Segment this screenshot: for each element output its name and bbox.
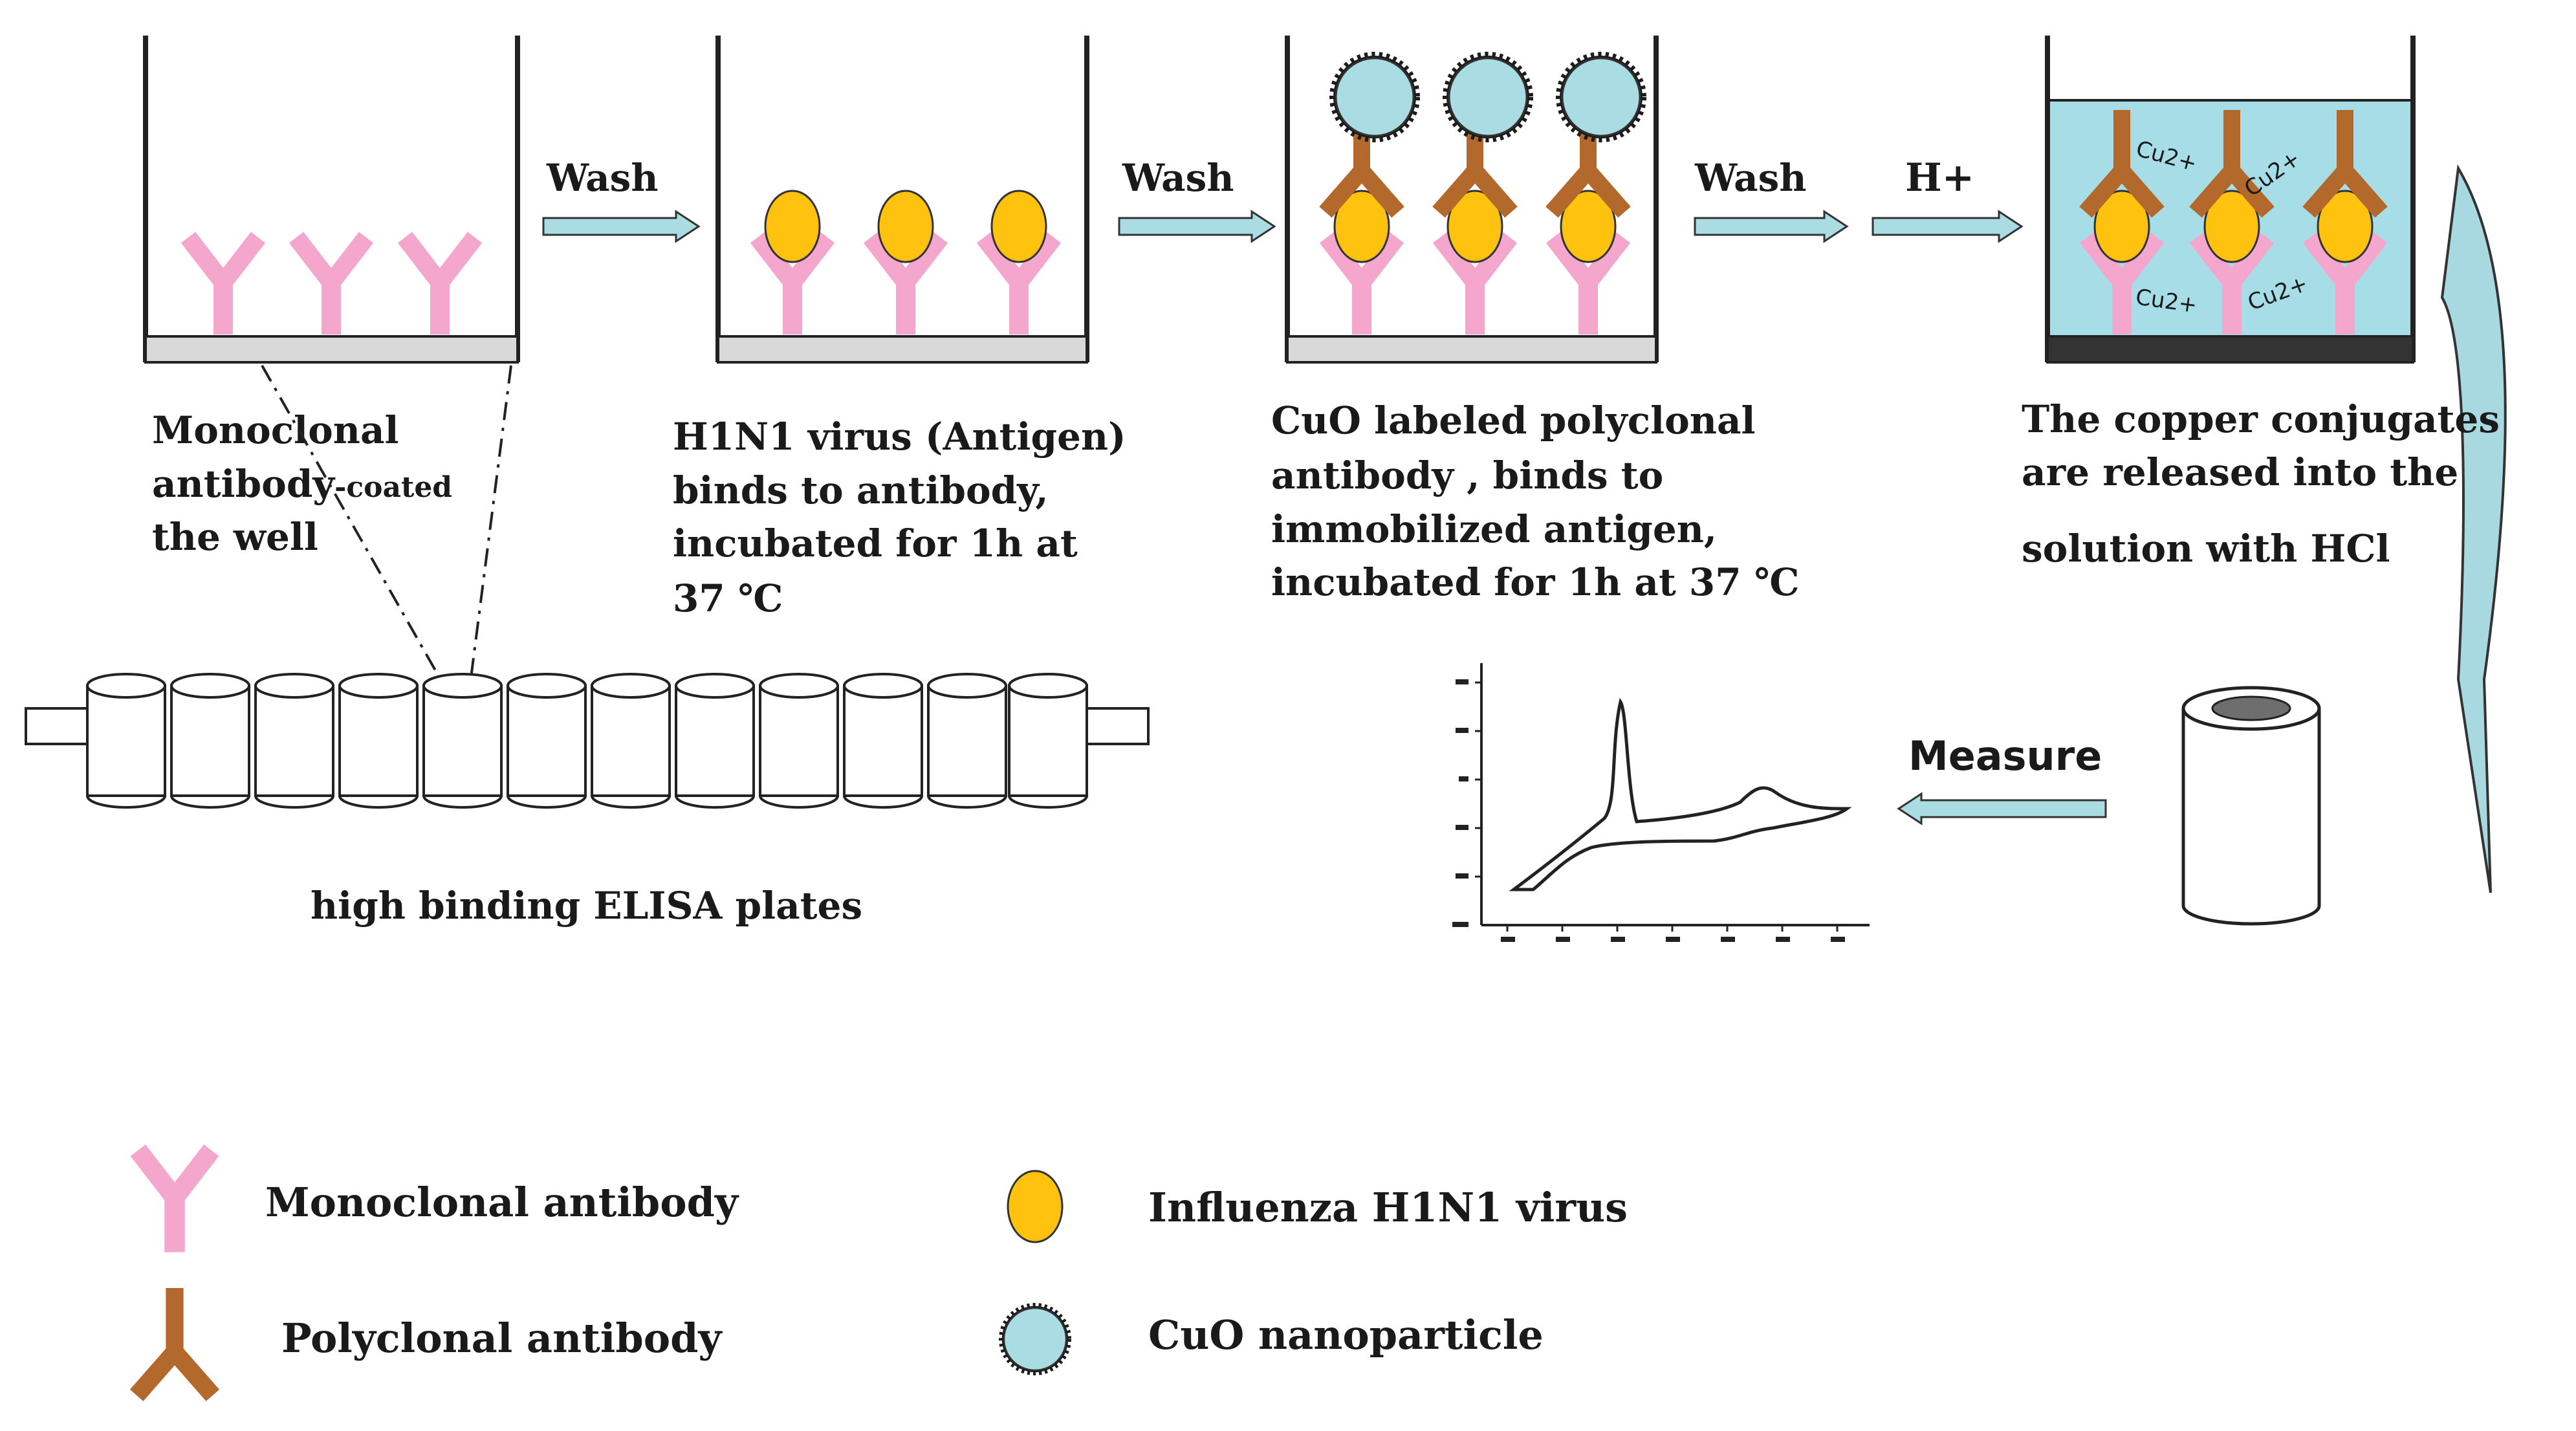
acid-arrow: H+ [1872,155,2024,243]
wash-arrow-2: Wash [1118,156,1276,243]
step-1-line: antibody [152,462,336,506]
plate-well [843,673,923,809]
gce-electrode-icon [2181,686,2321,926]
legend: Monoclonal antibody Polyclonal antibody … [136,1150,1628,1395]
plate-well [170,673,250,809]
step-1-line: the well [152,515,318,559]
step-1-caption: Monoclonal antibody-coated the well [152,408,452,559]
legend-virus-icon [1007,1170,1064,1243]
legend-monoclonal-label: Monoclonal antibody [265,1179,739,1226]
step-1-line: Monoclonal [152,408,399,452]
plate-well [927,673,1007,809]
cuo-nanoparticle-icon [1333,56,1416,138]
step-1-line-suffix: -coated [334,471,452,504]
legend-monoclonal-icon [138,1150,211,1252]
legend-polyclonal-label: Polyclonal antibody [281,1315,723,1362]
step-3-line: CuO labeled polyclonal [1271,399,1756,442]
monoclonal-antibody-icon [188,237,258,334]
virus-icon [990,190,1047,263]
curved-arrow [2440,164,2507,893]
step-3-line: immobilized antigen, [1271,507,1717,551]
step-2-line: H1N1 virus (Antigen) [673,415,1126,459]
elisa-plate-strip: high binding ELISA plates [25,673,1150,928]
wash-label: Wash [1694,156,1807,200]
plate-well [254,673,334,809]
step-3-line: incubated for 1h at 37 ℃ [1271,560,1799,604]
plate-well [675,673,755,809]
step-2-caption: H1N1 virus (Antigen) binds to antibody, … [673,415,1126,620]
wash-arrow-1: Wash [542,156,701,243]
plate-well [1008,673,1088,809]
measure-label: Measure [1908,732,2102,780]
cuo-nanoparticle-icon [1560,56,1643,138]
plate-well [591,673,671,809]
cuo-nanoparticle-icon [1446,56,1529,138]
legend-nanoparticle-icon [1002,1306,1068,1372]
step-4-line: solution with HCl [2022,527,2390,571]
measure-arrow: Measure [1897,732,2107,825]
well-2 [715,36,1089,364]
plate-well [338,673,419,809]
step-2-line: binds to antibody, [673,468,1049,512]
plate-well [507,673,587,809]
legend-virus-label: Influenza H1N1 virus [1148,1184,1628,1231]
zoom-lines [261,365,512,719]
step-4-line: are released into the [2022,450,2458,494]
wash-label: Wash [1122,156,1234,200]
well-4: Cu2+ Cu2+ Cu2+ Cu2+ [2045,36,2416,364]
legend-nanoparticle-label: CuO nanoparticle [1148,1311,1544,1359]
plate-label: high binding ELISA plates [311,884,862,928]
virus-icon [764,190,821,263]
wash-arrow-3: Wash [1694,156,1849,243]
step-4-line: The copper conjugates [2022,397,2500,441]
wash-label: Wash [546,156,659,200]
virus-icon [877,190,934,263]
step-2-line: incubated for 1h at [673,521,1078,565]
step-2-line: 37 ℃ [673,576,783,620]
plate-well [86,673,166,809]
well-1 [143,36,520,364]
plate-well [422,673,503,809]
step-3-caption: CuO labeled polyclonal antibody , binds … [1271,399,1799,604]
monoclonal-antibody-icon [405,237,475,334]
step-4-caption: The copper conjugates are released into … [2022,397,2500,571]
step-1-line: antibody-coated [152,462,452,506]
well-3 [1285,36,1659,364]
step-3-line: antibody , binds to [1271,453,1663,497]
voltammogram-plot [1452,663,1870,942]
monoclonal-antibody-icon [296,237,366,334]
legend-polyclonal-icon [136,1288,213,1395]
plate-well [759,673,839,809]
h-plus-label: H+ [1905,155,1974,201]
